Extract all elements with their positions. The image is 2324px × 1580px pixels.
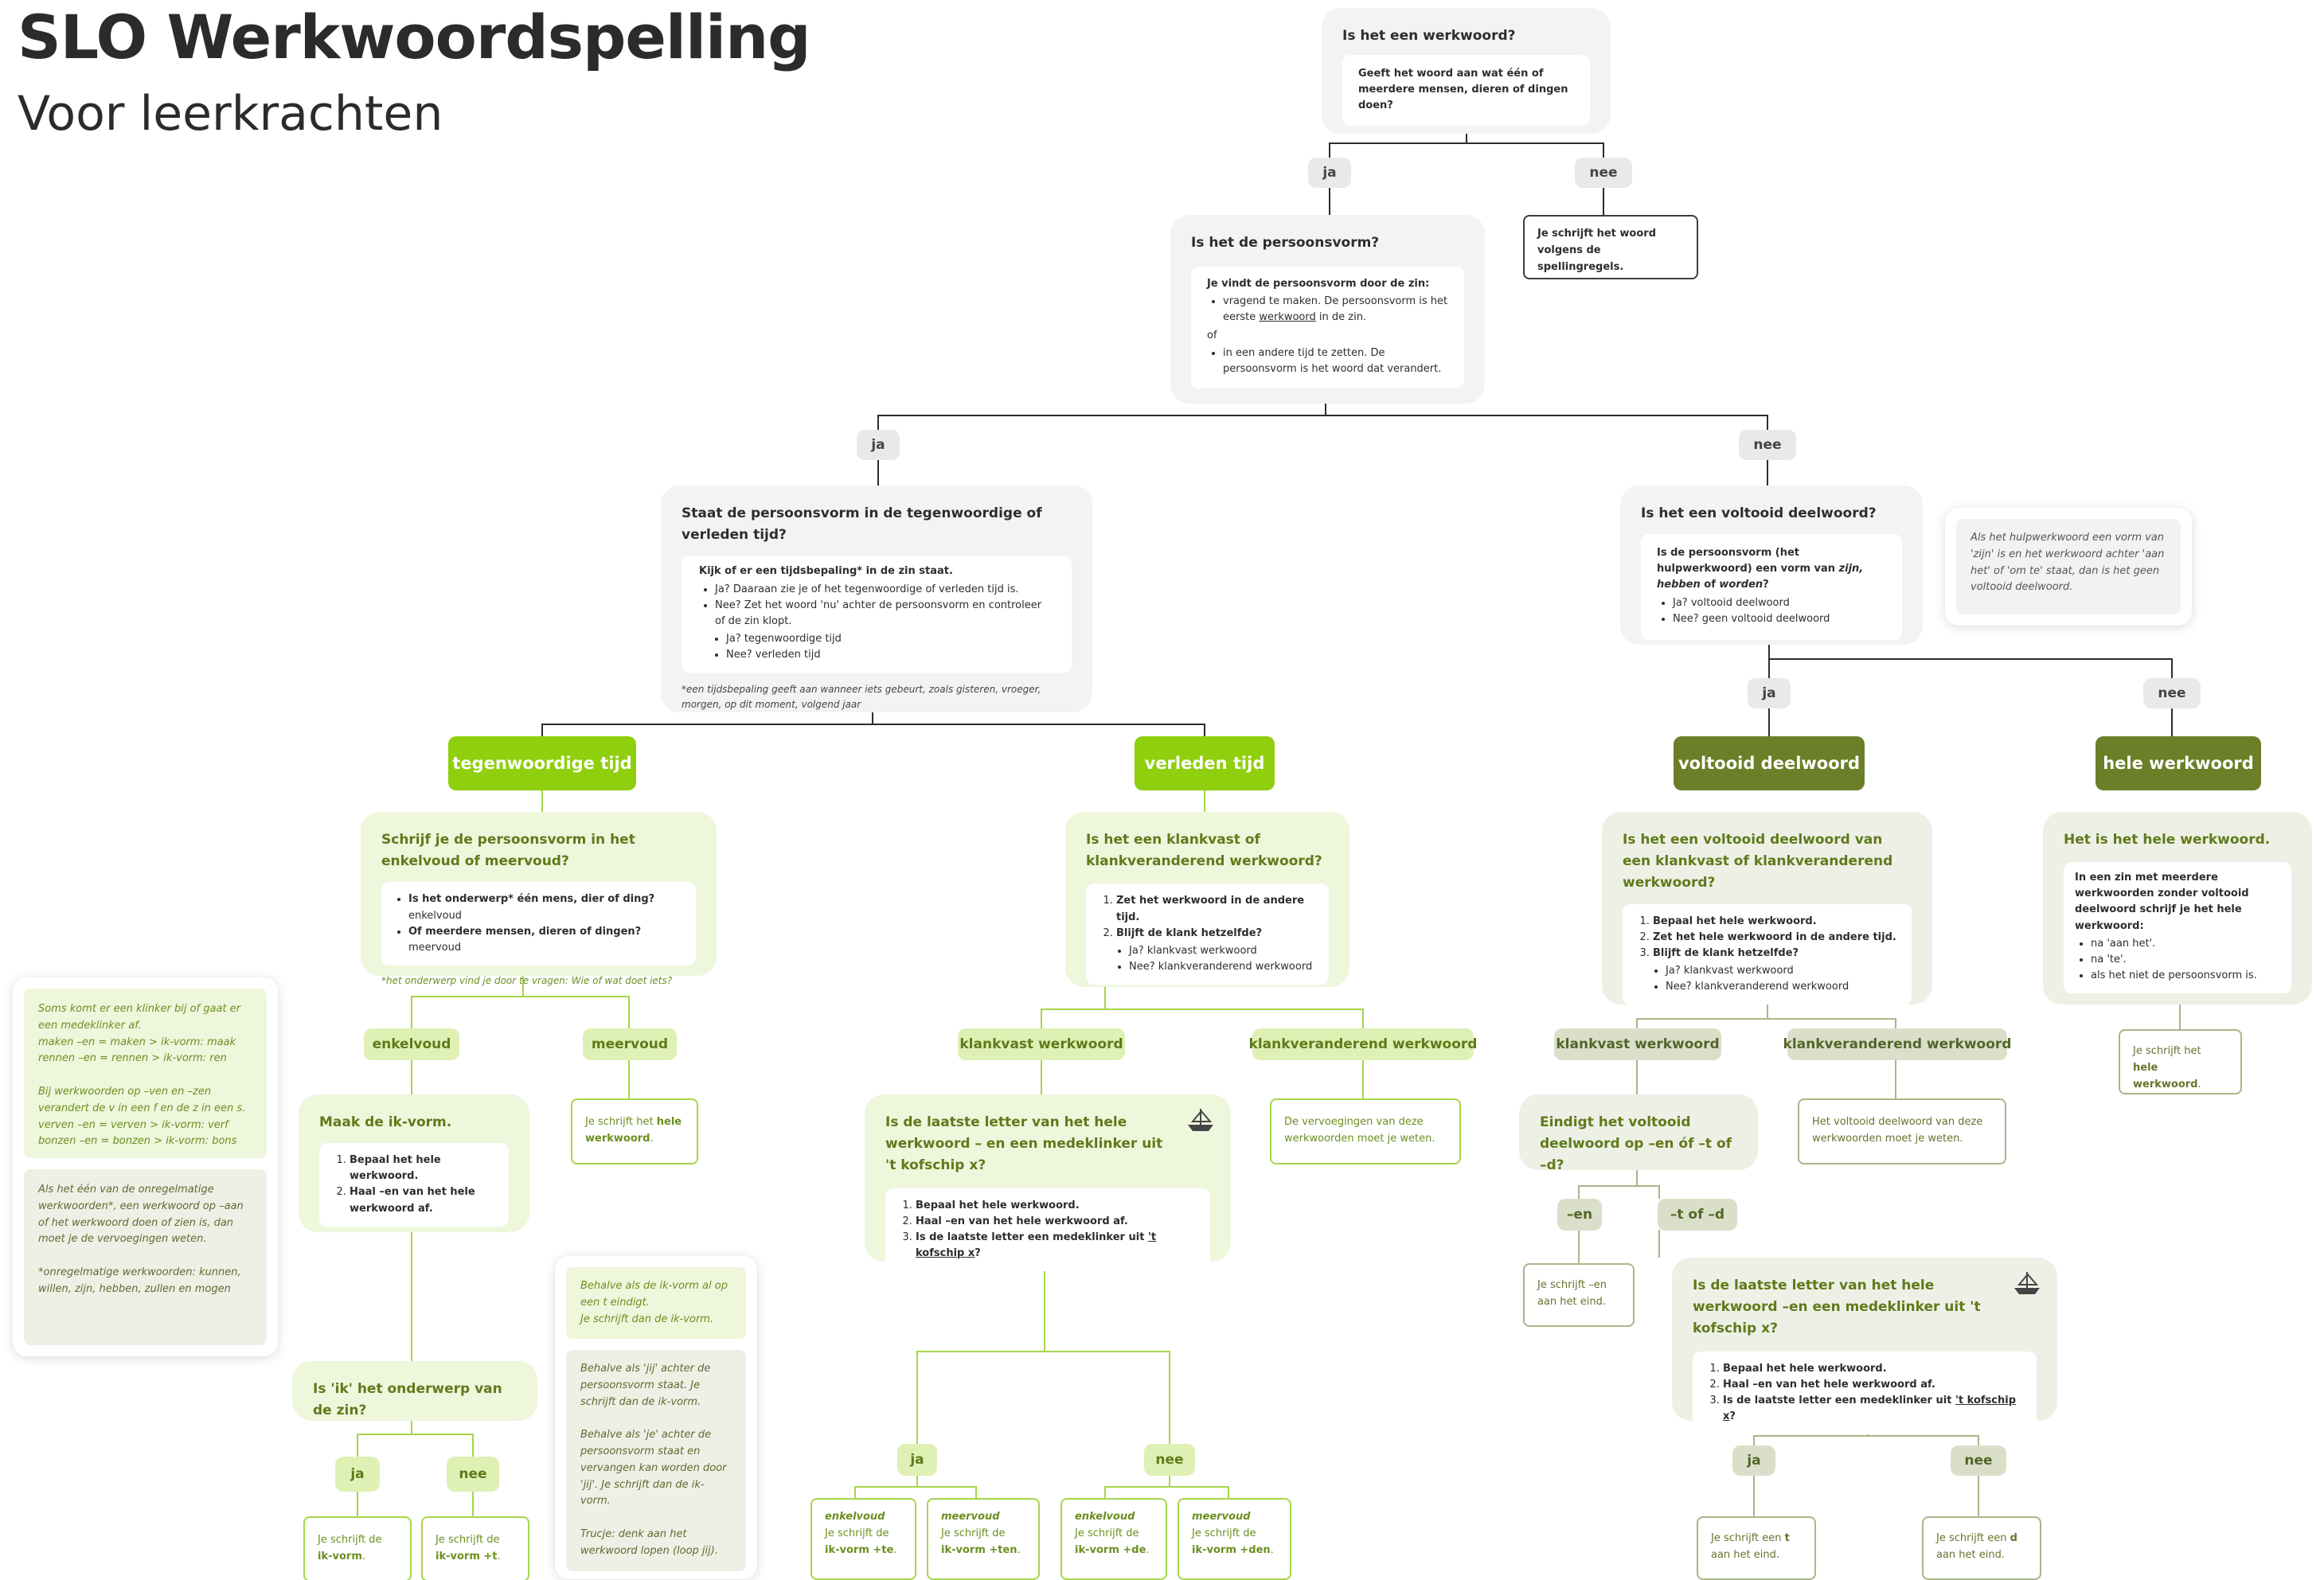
label-ja: ja [335, 1457, 380, 1492]
vd-klankvast-question: Is het een voltooid deelwoord van een kl… [1623, 832, 1893, 891]
klankvast-question: Is het een klankvast of klankveranderend… [1086, 832, 1322, 870]
klinker-note: Soms komt er een klinker bij of gaat er … [24, 989, 267, 1158]
ik-onderwerp-question: Is 'ik' het onderwerp van de zin? [313, 1381, 502, 1419]
onregelmatig-note: Als het één van de onregelmatige werkwoo… [24, 1169, 267, 1345]
category-hele-werkwoord: hele werkwoord [2096, 736, 2261, 790]
werkwoord-question-box: Is het een werkwoord? Geeft het woord aa… [1322, 8, 1611, 134]
vd-klankvast-steps: Bepaal het hele werkwoord. Zet het hele … [1623, 903, 1912, 1005]
klankvast-question-box: Is het een klankvast of klankveranderend… [1065, 812, 1349, 987]
label-en: –en [1557, 1199, 1602, 1231]
persoonsvorm-item: in een andere tijd te zetten. De persoon… [1223, 345, 1448, 377]
label-t-of-d: –t of –d [1658, 1199, 1737, 1231]
page-title: SLO Werkwoordspelling [18, 2, 811, 72]
label-meervoud: meervoud [583, 1028, 677, 1060]
label-nee: nee [1951, 1445, 2006, 1476]
result-ik-vorm-t: Je schrijft de ik-vorm +t. [421, 1516, 529, 1580]
eindigt-question-box: Eindigt het voltooid deelwoord op –en óf… [1519, 1094, 1758, 1173]
ik-vorm-question: Maak de ik-vorm. [319, 1114, 452, 1130]
label-ja: ja [1748, 678, 1791, 708]
tijdsbepaling-footnote: *een tijdsbepaling geeft aan wanneer iet… [682, 684, 1041, 711]
ik-vorm-question-box: Maak de ik-vorm. Bepaal het hele werkwoo… [299, 1094, 529, 1232]
kofschip-question: Is de laatste letter van het hele werkwo… [885, 1114, 1163, 1174]
werkwoord-question: Is het een werkwoord? [1342, 28, 1516, 44]
kofschip-steps: Bepaal het hele werkwoord. Haal –en van … [885, 1188, 1210, 1272]
page-subtitle: Voor leerkrachten [18, 86, 443, 142]
kofschip-question-box: Is de laatste letter van het hele werkwo… [865, 1094, 1231, 1272]
ik-vorm-steps: Bepaal het hele werkwoord. Haal –en van … [319, 1143, 509, 1227]
result-d: Je schrijft een d aan het eind. [1922, 1516, 2041, 1580]
vd-kofschip-steps: Bepaal het hele werkwoord. Haal –en van … [1693, 1351, 2037, 1435]
label-klankvast: klankvast werkwoord [958, 1028, 1125, 1060]
klankvast-steps: Zet het werkwoord in de andere tijd. Bli… [1086, 884, 1329, 985]
vd-kofschip-question: Is de laatste letter van het hele werkwo… [1693, 1278, 1981, 1337]
behalve-notes: Behalve als de ik-vorm al op een t eindi… [555, 1256, 757, 1579]
kofschip-icon [2014, 1272, 2040, 1294]
werkwoord-detail: Geeft het woord aan wat één of meerdere … [1342, 55, 1590, 126]
result-ik-vorm: Je schrijft de ik-vorm. [303, 1516, 412, 1580]
label-nee: nee [1739, 430, 1796, 460]
onderwerp-footnote: *het onderwerp vind je door te vragen: W… [381, 974, 673, 986]
persoonsvorm-intro: Je vindt de persoonsvorm door de zin: [1207, 278, 1430, 291]
result-klankveranderend: De vervoegingen van deze werkwoorden moe… [1270, 1098, 1461, 1165]
result-t: Je schrijft een t aan het eind. [1697, 1516, 1816, 1580]
label-klankveranderend: klankveranderend werkwoord [1249, 1028, 1477, 1060]
label-ja: ja [1308, 158, 1351, 188]
category-voltooid-deelwoord: voltooid deelwoord [1674, 736, 1865, 790]
kofschip-icon [1188, 1109, 1213, 1131]
voltooid-question: Is het een voltooid deelwoord? [1641, 505, 1877, 521]
label-klankvast: klankvast werkwoord [1554, 1028, 1721, 1060]
persoonsvorm-detail: Je vindt de persoonsvorm door de zin: vr… [1191, 267, 1464, 389]
voltooid-question-box: Is het een voltooid deelwoord? Is de per… [1620, 486, 1923, 645]
voltooid-detail: Is de persoonsvorm (het hulpwerkwoord) e… [1641, 534, 1902, 640]
result-hele-werkwoord: Je schrijft het hele werkwoord. [2119, 1029, 2242, 1094]
ik-vorm-notes: Soms komt er een klinker bij of gaat er … [13, 977, 278, 1356]
enkelvoud-meervoud-question-box: Schrijf je de persoonsvorm in het enkelv… [361, 812, 717, 986]
hele-werkwoord-heading: Het is het hele werkwoord. [2064, 832, 2271, 848]
result-spellingregels: Je schrijft het woord volgens de spellin… [1523, 215, 1698, 279]
label-enkelvoud: enkelvoud [364, 1028, 459, 1060]
label-ja: ja [897, 1444, 937, 1476]
ik-onderwerp-question-box: Is 'ik' het onderwerp van de zin? [292, 1361, 537, 1421]
jij-je-note: Behalve als 'jij' achter de persoonsvorm… [566, 1350, 746, 1571]
persoonsvorm-question: Is het de persoonsvorm? [1191, 235, 1380, 251]
vd-kofschip-question-box: Is de laatste letter van het hele werkwo… [1672, 1258, 2057, 1435]
enkelvoud-meervoud-question: Schrijf je de persoonsvorm in het enkelv… [381, 832, 635, 870]
category-tegenwoordige-tijd: tegenwoordige tijd [448, 736, 636, 790]
tijd-detail: Kijk of er een tijdsbepaling* in de zin … [682, 556, 1072, 673]
persoonsvorm-question-box: Is het de persoonsvorm? Je vindt de pers… [1170, 215, 1485, 404]
label-nee: nee [2143, 678, 2201, 708]
tijd-question: Staat de persoonsvorm in de tegenwoordig… [682, 505, 1042, 544]
hele-werkwoord-box: Het is het hele werkwoord. In een zin me… [2043, 812, 2312, 1005]
hulpwerkwoord-note-text: Als het hulpwerkwoord een vorm van 'zijn… [1956, 519, 2181, 614]
label-nee: nee [447, 1457, 499, 1492]
label-ja: ja [857, 430, 900, 460]
label-nee: nee [1144, 1444, 1195, 1476]
hulpwerkwoord-note: Als het hulpwerkwoord een vorm van 'zijn… [1945, 508, 2192, 626]
persoonsvorm-of: of [1207, 329, 1217, 341]
category-verleden-tijd: verleden tijd [1135, 736, 1275, 790]
label-klankveranderend: klankveranderend werkwoord [1783, 1028, 2011, 1060]
eindigt-question: Eindigt het voltooid deelwoord op –en óf… [1540, 1114, 1732, 1174]
label-nee: nee [1575, 158, 1632, 188]
label-ja: ja [1732, 1445, 1775, 1476]
ik-vorm-t-note: Behalve als de ik-vorm al op een t eindi… [566, 1267, 746, 1339]
tijd-question-box: Staat de persoonsvorm in de tegenwoordig… [661, 486, 1092, 712]
result-en: Je schrijft –en aan het eind. [1523, 1263, 1635, 1327]
hele-werkwoord-detail: In een zin met meerdere werkwoorden zond… [2064, 862, 2291, 994]
persoonsvorm-item: vragend te maken. De persoonsvorm is het… [1223, 294, 1448, 326]
result-meervoud: Je schrijft het hele werkwoord. [571, 1098, 698, 1165]
enkelvoud-meervoud-detail: Is het onderwerp* één mens, dier of ding… [381, 882, 696, 966]
result-vd-klankveranderend: Het voltooid deelwoord van deze werkwoor… [1798, 1098, 2006, 1165]
vd-klankvast-question-box: Is het een voltooid deelwoord van een kl… [1602, 812, 1932, 1005]
